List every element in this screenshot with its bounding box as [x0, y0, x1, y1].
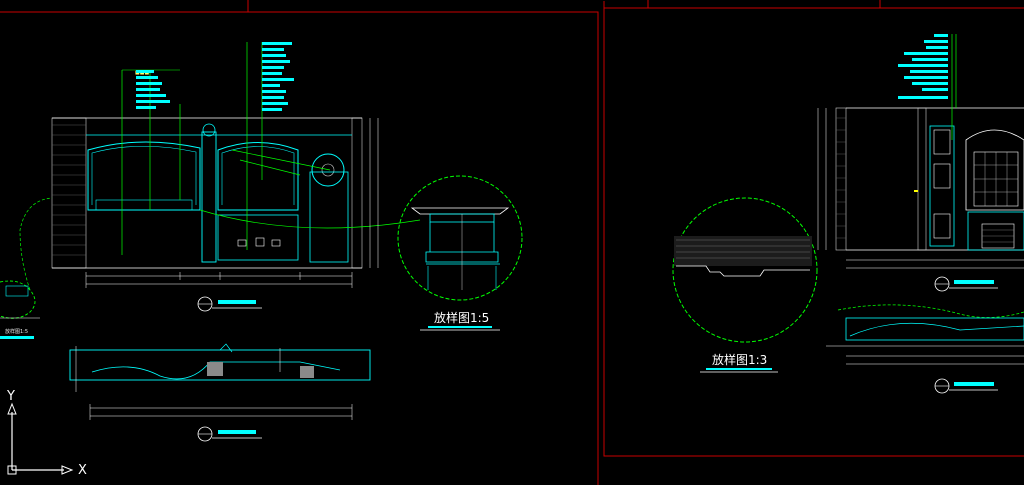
- right-arch-panel: [217, 142, 299, 211]
- left-arch-panel: [87, 141, 201, 211]
- right-sheet-frame: [603, 1, 1024, 457]
- annotation-block-center: [262, 42, 294, 111]
- left-wall-hatch: [51, 117, 87, 269]
- ucs-axis-icon: Y X: [6, 389, 87, 478]
- annotation-block-right: [898, 34, 948, 99]
- left-corner-detail[interactable]: 放样图1:5: [0, 197, 53, 339]
- center-column: [201, 131, 217, 263]
- left-sheet-frame: [0, 11, 599, 485]
- annotation-block-left: ■■■: [122, 69, 180, 109]
- left-elevation[interactable]: ■■■: [51, 42, 421, 312]
- detail-right-title: 放样图1:3: [712, 352, 767, 367]
- detail-left-corner-title: 放样图1:5: [5, 328, 28, 335]
- right-wall-hatch: [351, 117, 363, 269]
- right-plan[interactable]: [826, 304, 1024, 394]
- right-elevation[interactable]: [817, 34, 1024, 292]
- y-axis-label: Y: [6, 389, 15, 404]
- detail-circle-right[interactable]: 放样图1:3: [672, 197, 818, 373]
- detail-left-title: 放样图1:5: [434, 310, 489, 325]
- round-ornament: [311, 153, 345, 187]
- detail-circle-left[interactable]: 放样图1:5: [397, 175, 523, 331]
- x-axis-label: X: [78, 463, 87, 478]
- left-plan[interactable]: [69, 343, 371, 442]
